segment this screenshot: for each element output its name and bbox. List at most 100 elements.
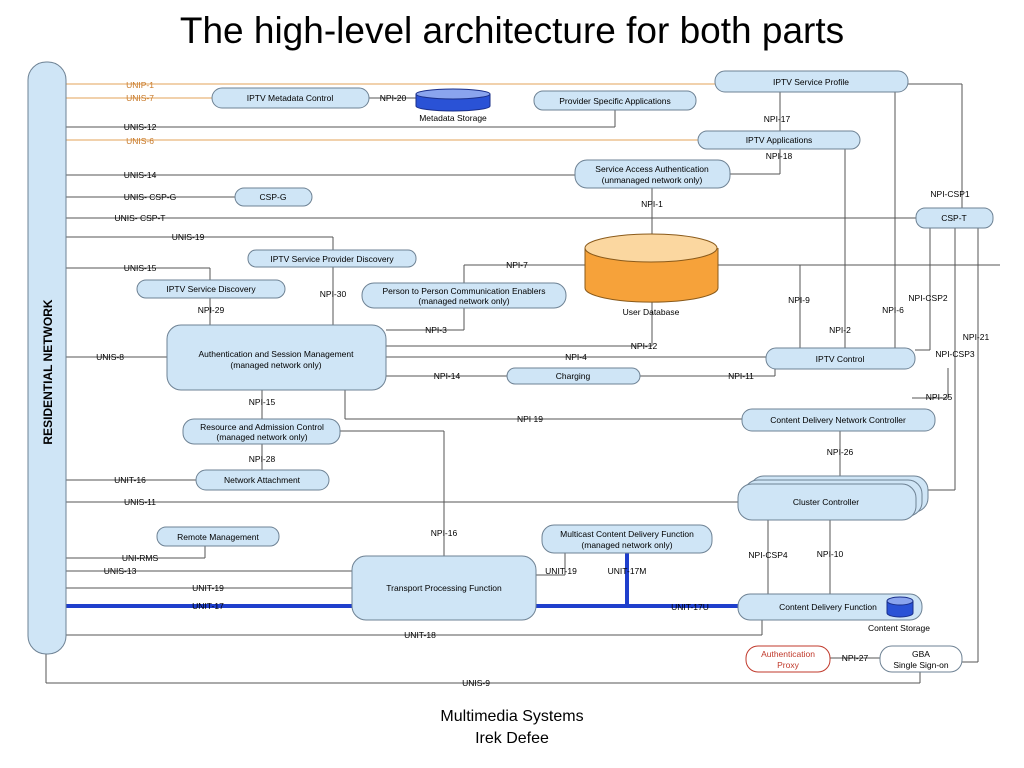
provider-discovery-label: IPTV Service Provider Discovery: [270, 254, 394, 264]
auth-proxy-box: [745, 645, 831, 673]
label-npi28: NPI-28: [249, 454, 276, 464]
content-storage-db: [886, 596, 914, 618]
label-unit17: UNIT-17: [192, 601, 224, 611]
label-npi-csp4: NPI-CSP4: [748, 550, 787, 560]
resource-admission-label-1: Resource and Admission Control: [200, 422, 324, 432]
csp-g-box: [234, 187, 313, 207]
provider-specific-label: Provider Specific Applications: [559, 96, 671, 106]
label-npi-csp3: NPI-CSP3: [935, 349, 974, 359]
label-npi16: NPI-16: [431, 528, 458, 538]
label-unis12: UNIS-12: [124, 122, 157, 132]
user-database-label: User Database: [623, 307, 680, 317]
remote-management-box: [156, 526, 280, 547]
transport-processing-box: [351, 555, 537, 621]
connector-lines: [45, 83, 1000, 684]
label-unit17u: UNIT-17U: [671, 602, 709, 612]
iptv-applications-box: [697, 130, 861, 150]
footer: Multimedia Systems Irek Defee: [0, 706, 1024, 750]
label-npi-csp1: NPI-CSP1: [930, 189, 969, 199]
label-npi12: NPI-12: [631, 341, 658, 351]
network-attachment-box: [195, 469, 330, 491]
footer-author: Irek Defee: [475, 730, 549, 747]
label-unit18: UNIT-18: [404, 630, 436, 640]
provider-discovery-box: [247, 249, 417, 268]
auth-session-label-2: (managed network only): [230, 360, 321, 370]
metadata-storage-db: [415, 88, 491, 112]
charging-label: Charging: [556, 371, 591, 381]
content-delivery-box: [737, 593, 923, 621]
csp-t-label: CSP-T: [941, 213, 967, 223]
iptv-metadata-control-label: IPTV Metadata Control: [247, 93, 334, 103]
iptv-service-profile-label: IPTV Service Profile: [773, 77, 849, 87]
metadata-storage-label: Metadata Storage: [419, 113, 487, 123]
label-unis7: UNIS-7: [126, 93, 154, 103]
label-npi3: NPI-3: [425, 325, 447, 335]
iptv-metadata-control-box: [211, 87, 370, 109]
label-unis6: UNIS-6: [126, 136, 154, 146]
label-unis9: UNIS-9: [462, 678, 490, 688]
provider-specific-box: [533, 90, 697, 111]
label-unis-csp-t: UNIS- CSP-T: [115, 213, 166, 223]
residential-network: RESIDENTIAL NETWORK: [27, 61, 67, 655]
interface-labels: UNIP-1 UNIS-7 UNIS-6 UNIS-12 UNIS-14 UNI…: [96, 80, 989, 688]
network-attachment-label: Network Attachment: [224, 475, 301, 485]
p2p-label-2: (managed network only): [418, 296, 509, 306]
label-npi-csp2: NPI-CSP2: [908, 293, 947, 303]
iptv-control-label: IPTV Control: [816, 354, 865, 364]
gba-label-1: GBA: [912, 649, 930, 659]
cdn-controller-box: [741, 408, 936, 432]
content-delivery-label: Content Delivery Function: [779, 602, 877, 612]
iptv-service-discovery-label: IPTV Service Discovery: [166, 284, 256, 294]
label-npi19: NPI 19: [517, 414, 543, 424]
label-npi21: NPI-21: [963, 332, 990, 342]
label-unis11: UNIS-11: [124, 497, 156, 507]
label-unit19b: UNIT-19: [545, 566, 577, 576]
label-npi9: NPI-9: [788, 295, 810, 305]
label-unis-csp-g: UNIS- CSP-G: [124, 192, 176, 202]
iptv-applications-label: IPTV Applications: [746, 135, 813, 145]
label-unis13: UNIS-13: [104, 566, 137, 576]
label-unis15: UNIS-15: [124, 263, 157, 273]
service-access-auth-label-2: (unmanaged network only): [602, 175, 703, 185]
resource-admission-box: [182, 418, 341, 445]
user-database-db: [584, 233, 719, 303]
label-npi10: NPI-10: [817, 549, 844, 559]
label-npi6: NPI-6: [882, 305, 904, 315]
service-access-auth-label-1: Service Access Authentication: [595, 164, 709, 174]
p2p-label-1: Person to Person Communication Enablers: [383, 286, 546, 296]
label-npi27: NPI-27: [842, 653, 869, 663]
label-npi1: NPI-1: [641, 199, 663, 209]
multicast-label-2: (managed network only): [581, 540, 672, 550]
label-unis19: UNIS-19: [172, 232, 205, 242]
auth-session-label-1: Authentication and Session Management: [199, 349, 355, 359]
label-npi15: NPI-15: [249, 397, 276, 407]
label-npi29: NPI-29: [198, 305, 225, 315]
label-unit16: UNIT-16: [114, 475, 146, 485]
cluster-controller-label: Cluster Controller: [793, 497, 859, 507]
slide-title: The high-level architecture for both par…: [179, 10, 845, 51]
thick-lines: [66, 548, 738, 608]
p2p-enablers-box: [361, 282, 567, 309]
label-unit19: UNIT-19: [192, 583, 224, 593]
label-npi30: NPI-30: [320, 289, 347, 299]
auth-proxy-label-1: Authentication: [761, 649, 815, 659]
label-npi26: NPI-26: [827, 447, 854, 457]
charging-box: [506, 367, 641, 385]
csp-g-label: CSP-G: [260, 192, 287, 202]
cluster-controller-box: [737, 483, 917, 521]
component-boxes: [136, 70, 994, 621]
auth-session-box: [166, 324, 387, 391]
remote-management-label: Remote Management: [177, 532, 259, 542]
cdn-controller-label: Content Delivery Network Controller: [770, 415, 906, 425]
label-npi7: NPI-7: [506, 260, 528, 270]
label-npi4: NPI-4: [565, 352, 587, 362]
iptv-control-box: [765, 347, 916, 370]
label-unis8: UNIS-8: [96, 352, 124, 362]
label-npi25: NPI-25: [926, 392, 953, 402]
label-npi18: NPI-18: [766, 151, 793, 161]
multicast-box: [541, 524, 713, 554]
csp-t-box: [915, 207, 994, 229]
multicast-label-1: Multicast Content Delivery Function: [560, 529, 694, 539]
auth-proxy-label-2: Proxy: [777, 660, 799, 670]
label-npi20: NPI-20: [380, 93, 407, 103]
